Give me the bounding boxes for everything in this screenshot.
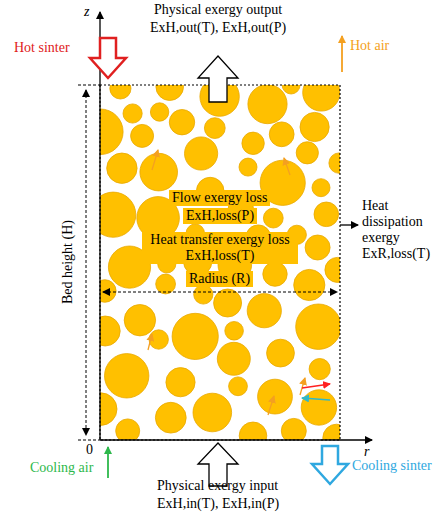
origin-label: 0	[86, 442, 93, 458]
sinter-particle	[300, 112, 329, 141]
sinter-particle	[155, 402, 186, 433]
dimension-line	[78, 440, 100, 441]
sinter-particle	[239, 158, 257, 176]
sinter-particle	[110, 85, 131, 99]
sinter-particle	[156, 85, 184, 100]
sinter-particle	[314, 202, 339, 227]
sinter-particle	[229, 377, 248, 396]
sinter-particle	[140, 153, 178, 191]
sinter-particle	[214, 289, 242, 317]
input-title: Physical exergy input	[157, 478, 278, 494]
sinter-particles	[100, 85, 340, 440]
output-title: Physical exergy output	[154, 2, 282, 18]
sinter-particle	[309, 359, 330, 380]
sinter-particle	[185, 137, 218, 170]
sinter-particle	[100, 192, 136, 237]
sinter-particle	[294, 269, 325, 300]
z-axis	[99, 12, 100, 440]
axis-label: z	[84, 4, 89, 20]
cooling-air-label: Cooling air	[30, 460, 93, 476]
sinter-particle	[100, 393, 117, 426]
sinter-particle	[263, 262, 287, 286]
sinter-particle	[305, 235, 330, 260]
sinter-particle	[193, 393, 232, 432]
exergy-output-arrow	[198, 56, 238, 102]
sinter-particle	[282, 85, 300, 94]
sinter-particle	[325, 257, 340, 282]
sinter-particle	[116, 419, 140, 440]
sinter-particle	[312, 179, 330, 197]
sinter-particle	[150, 103, 168, 121]
sinter-particle	[323, 424, 340, 440]
sinter-particle	[239, 422, 267, 440]
axis-label: r	[364, 444, 369, 460]
sinter-particle	[217, 342, 250, 375]
dimension-line	[78, 85, 100, 86]
sinter-particle	[107, 153, 137, 183]
sinter-particle	[301, 390, 336, 425]
sinter-particle	[124, 305, 155, 336]
hot-air-arrow	[341, 36, 343, 72]
heat-dissipation-arrow	[340, 224, 358, 225]
hot-sinter-arrow	[90, 38, 126, 78]
sinter-particle	[258, 379, 293, 414]
sinter-particle	[281, 418, 306, 440]
sinter-particle	[248, 85, 287, 124]
output-symbols: ExH,out(T), ExH,out(P)	[150, 20, 286, 36]
sinter-particle	[156, 274, 176, 294]
bed-height-arrow	[86, 90, 87, 435]
sinter-particle	[100, 280, 116, 303]
sinter-particle	[269, 122, 294, 147]
sinter-particle	[303, 85, 340, 111]
sinter-particle	[263, 208, 283, 228]
bed-outline	[100, 85, 340, 440]
heat-dissipation-label: Heat dissipation exergy ExR,loss(T)	[362, 198, 434, 262]
sinter-particle	[247, 294, 281, 328]
sinter-particle	[100, 316, 120, 346]
flow-loss-symbol: ExH,loss(P)	[183, 208, 257, 224]
gas-flow-arrows	[148, 150, 305, 415]
input-symbols: ExH,in(T), ExH,in(P)	[157, 496, 279, 512]
heat-transfer-arrow	[302, 398, 330, 400]
hot-air-label: Hot air	[350, 38, 389, 54]
sinter-particle	[296, 142, 318, 164]
heat-transfer-arrow	[302, 384, 330, 388]
bed-height-label: Bed height (H)	[60, 218, 76, 306]
r-axis	[100, 439, 372, 440]
sinter-particle	[172, 313, 218, 359]
sinter-particle	[149, 330, 168, 349]
heat-transfer-loss-label: Heat transfer exergy loss ExH,loss(T)	[142, 232, 298, 264]
cooling-sinter-arrow	[312, 446, 348, 484]
cooling-air-arrow	[107, 447, 109, 478]
sinter-particle	[296, 304, 340, 349]
sinter-particle	[131, 124, 154, 147]
sinter-particle	[123, 104, 142, 123]
sinter-particle	[194, 285, 213, 304]
sinter-particle	[105, 354, 149, 398]
hot-sinter-label: Hot sinter	[14, 40, 70, 56]
sinter-particle	[204, 118, 225, 139]
cooling-sinter-label: Cooling sinter	[352, 458, 432, 474]
radius-label: Radius (R)	[186, 271, 253, 287]
sinter-particle	[267, 339, 295, 367]
sinter-particle	[169, 110, 194, 135]
sinter-particle	[100, 109, 123, 155]
sinter-particle	[242, 132, 264, 154]
sinter-particle	[225, 322, 244, 341]
sinter-particle	[166, 368, 195, 397]
flow-loss-label: Flow exergy loss	[169, 190, 270, 206]
radius-arrow	[103, 292, 337, 293]
sinter-particle	[329, 153, 340, 173]
